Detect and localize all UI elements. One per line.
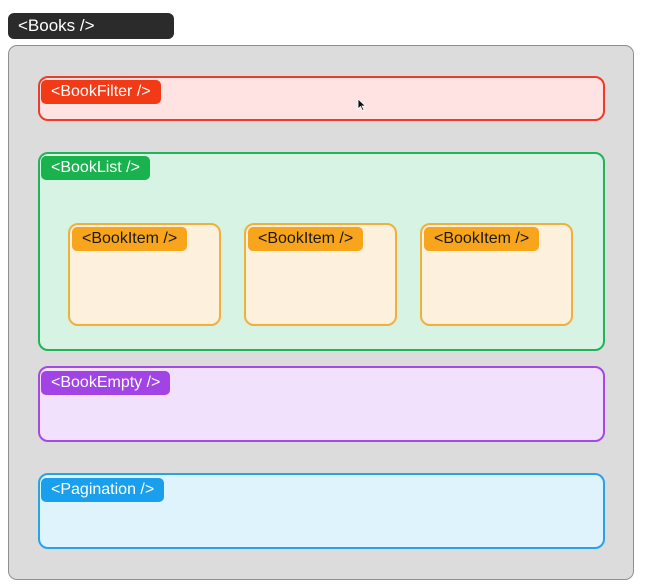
book-list-label: <BookList /> — [41, 156, 150, 180]
book-item-label: <BookItem /> — [248, 227, 364, 251]
mouse-pointer-icon — [357, 98, 367, 112]
pagination-label: <Pagination /> — [41, 478, 165, 502]
book-item-label: <BookItem /> — [424, 227, 540, 251]
book-empty-label: <BookEmpty /> — [41, 371, 171, 395]
book-filter-label: <BookFilter /> — [41, 80, 161, 104]
book-item-label: <BookItem /> — [72, 227, 188, 251]
books-root-label: <Books /> — [8, 13, 174, 39]
